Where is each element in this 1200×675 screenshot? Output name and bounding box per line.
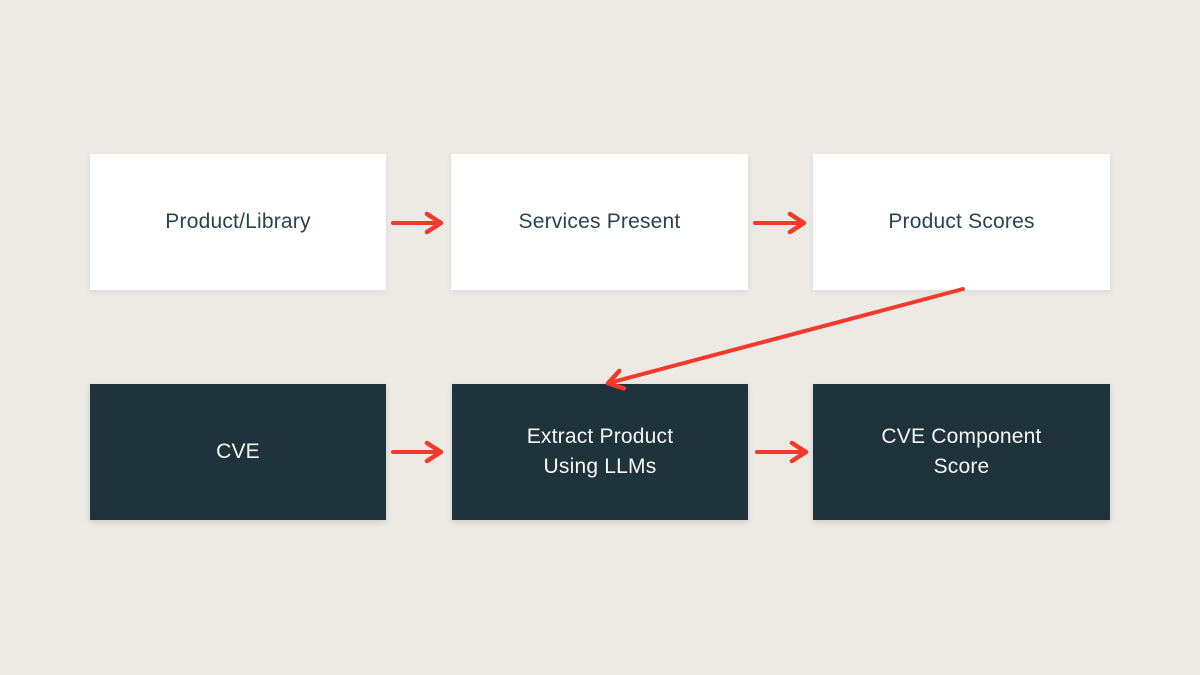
node-label: CVE Component Score bbox=[881, 424, 1042, 478]
node-product-library: Product/Library bbox=[90, 154, 386, 290]
node-label: Product/Library bbox=[165, 209, 311, 233]
node-label: Services Present bbox=[518, 209, 681, 233]
node-product-scores: Product Scores bbox=[813, 154, 1110, 290]
node-cve: CVE bbox=[90, 384, 386, 520]
node-label: CVE bbox=[216, 439, 260, 463]
node-services-present: Services Present bbox=[451, 154, 748, 290]
arrow-product-scores-to-extract-product bbox=[605, 287, 965, 391]
node-extract-product-llms: Extract Product Using LLMs bbox=[452, 384, 748, 520]
node-label: Product Scores bbox=[888, 209, 1035, 233]
node-label: Extract Product Using LLMs bbox=[526, 424, 674, 478]
node-cve-component-score: CVE Component Score bbox=[813, 384, 1110, 520]
